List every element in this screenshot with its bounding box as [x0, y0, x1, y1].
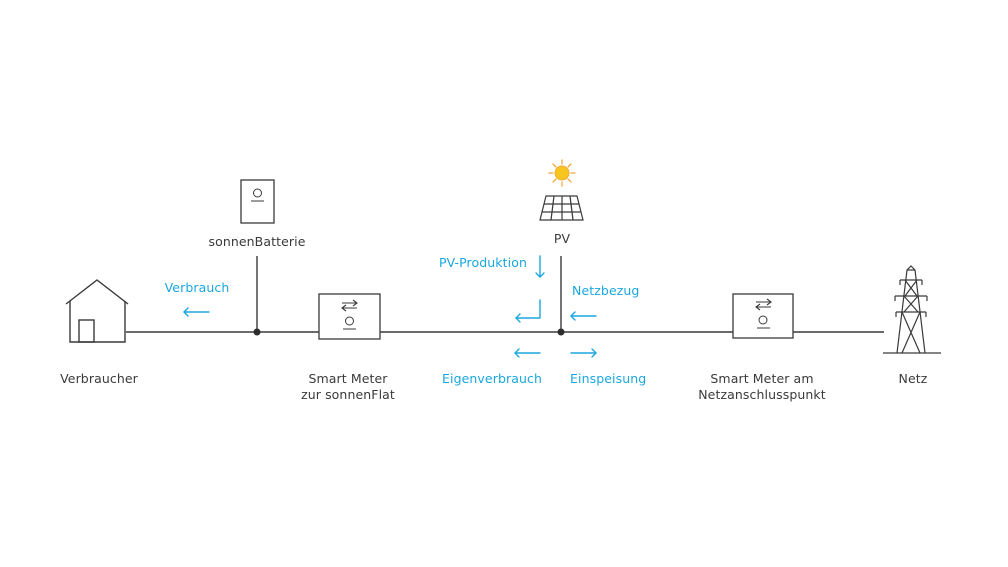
smart-meter-flat-label: Smart Meter zur sonnenFlat: [301, 371, 395, 403]
sonnenbatterie-label: sonnenBatterie: [208, 234, 306, 249]
junction-dot-battery: [253, 328, 261, 336]
verbrauch-label: Verbrauch: [164, 280, 230, 295]
pv-produktion-arrow-icon: [535, 255, 545, 278]
verbrauch-arrow-icon: [183, 307, 210, 317]
pv-produktion-label: PV-Produktion: [438, 255, 527, 270]
smart-meter-flat-icon: [318, 293, 381, 340]
house-icon: [65, 279, 129, 343]
smart-meter-flat-label-line2: zur sonnenFlat: [301, 387, 395, 402]
sun-icon: [548, 159, 576, 187]
einspeisung-label: Einspeisung: [570, 371, 647, 386]
smart-meter-flat-label-line1: Smart Meter: [308, 371, 388, 386]
eigenverbrauch-bend-arrow-icon: [515, 299, 541, 323]
netzbezug-arrow-icon: [570, 311, 597, 321]
eigenverbrauch-arrow-icon: [514, 348, 541, 358]
smart-meter-netz-label-line1: Smart Meter am: [710, 371, 814, 386]
eigenverbrauch-label: Eigenverbrauch: [442, 371, 542, 386]
smart-meter-netz-label: Smart Meter am Netzanschlusspunkt: [698, 371, 826, 403]
junction-dot-pv: [557, 328, 565, 336]
smart-meter-netz-icon: [732, 293, 794, 339]
power-pylon-icon: [883, 265, 941, 354]
einspeisung-arrow-icon: [570, 348, 597, 358]
solar-panel-icon: [539, 195, 584, 221]
verbraucher-label: Verbraucher: [60, 371, 138, 386]
netz-label: Netz: [898, 371, 928, 386]
smart-meter-netz-label-line2: Netzanschlusspunkt: [698, 387, 826, 402]
sonnenbatterie-icon: [240, 179, 275, 224]
pv-label: PV: [553, 231, 571, 246]
netzbezug-label: Netzbezug: [572, 283, 640, 298]
